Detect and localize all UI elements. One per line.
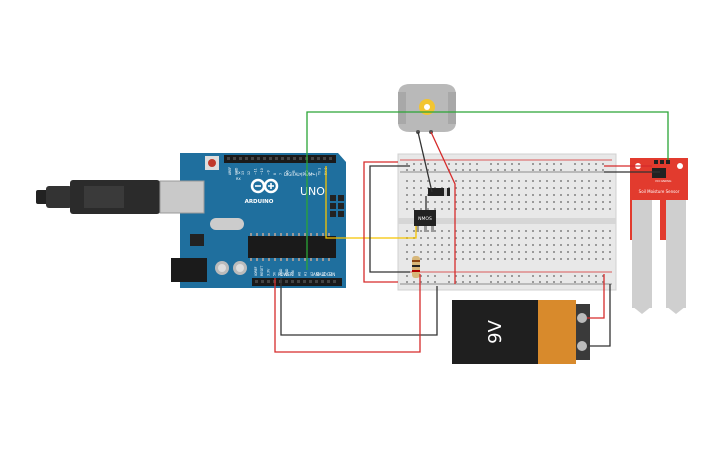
usb-cable [36, 180, 188, 214]
tx-label: TX [235, 171, 241, 175]
power-analog-pin-label: A2 [310, 272, 314, 276]
sensor-label: Soil Moisture Sensor [639, 189, 680, 194]
battery-9v: 9V [452, 300, 590, 364]
digital-pin-label: 12 [247, 171, 251, 175]
wire-black-battery-negative [587, 284, 611, 347]
digital-pin-label: 4 [298, 173, 302, 175]
wire-black-motor [417, 131, 433, 193]
wire-red-arduino-5v [274, 274, 421, 353]
analog-pins-label: ANALOG IN [313, 272, 335, 277]
wires [274, 111, 669, 353]
power-analog-pin-label: GND [279, 268, 283, 276]
sensor-pin-label: SIG [667, 179, 671, 183]
digital-pin-label: ~11 [254, 168, 258, 175]
wire-black-breadboard-left [369, 165, 410, 273]
power-analog-pin-label: A3 [316, 272, 320, 276]
dc-motor [398, 84, 456, 134]
arduino-uno-board: ARDUINO UNO DIGITAL (PWM~) TX RX POWER A… [159, 153, 346, 288]
digital-pin-label: ~9 [266, 170, 270, 175]
battery-label: 9V [485, 319, 506, 343]
battery-negative-terminal [577, 341, 587, 351]
digital-pin-label: TX 1 [318, 168, 322, 176]
power-analog-pin-label: RESET [260, 266, 264, 276]
nmos-transistor: NMOS [414, 210, 436, 232]
arduino-logo-icon [250, 178, 279, 194]
wire-green-sensor-signal [306, 111, 669, 270]
power-analog-pin-label: GND [285, 268, 289, 276]
power-analog-pin-label: IOREF [254, 266, 258, 276]
digital-pin-label: ~5 [292, 170, 296, 175]
digital-pin-label: GND [234, 167, 238, 175]
wire-red-motor [430, 131, 456, 284]
resistor [412, 256, 420, 278]
usb-jack [159, 180, 205, 214]
sensor-pin-label: GND [661, 179, 667, 183]
digital-pin-label: 8 [273, 173, 277, 175]
digital-pin-label: AREF [228, 167, 232, 175]
rx-label: RX [236, 177, 241, 181]
atmega-chip [248, 236, 336, 258]
power-analog-pin-label: A1 [304, 272, 308, 276]
wire-red-breadboard-left [363, 161, 398, 283]
digital-pin-label: ~6 [286, 170, 290, 175]
digital-pin-label: 13 [241, 171, 245, 175]
power-analog-pin-label: A4 [322, 272, 326, 276]
wire-yellow-pwm [325, 166, 417, 239]
transistor-label: NMOS [418, 216, 432, 222]
digital-pin-label: ~10 [260, 168, 264, 175]
diode [428, 188, 450, 196]
wire-red-battery-positive [587, 274, 605, 319]
power-pins-label: POWER [278, 272, 293, 277]
power-analog-pin-label: A0 [297, 272, 301, 276]
power-analog-pin-label: A5 [328, 272, 332, 276]
power-analog-pin-label: VIN [291, 270, 295, 276]
arduino-model-label: UNO [300, 185, 325, 198]
wire-black-arduino-gnd [280, 278, 438, 336]
power-analog-pin-label: 5V [273, 271, 277, 276]
digital-pins-label: DIGITAL (PWM~) [284, 172, 318, 177]
digital-pin-label: 2 [311, 173, 315, 175]
sensor-pin-label: VCC [655, 179, 661, 183]
arduino-brand-label: ARDUINO [245, 199, 274, 205]
battery-positive-terminal [577, 313, 587, 323]
power-jack [171, 258, 207, 282]
power-analog-pin-label: 3.3V [266, 268, 270, 276]
digital-pin-label: 7 [279, 173, 283, 175]
